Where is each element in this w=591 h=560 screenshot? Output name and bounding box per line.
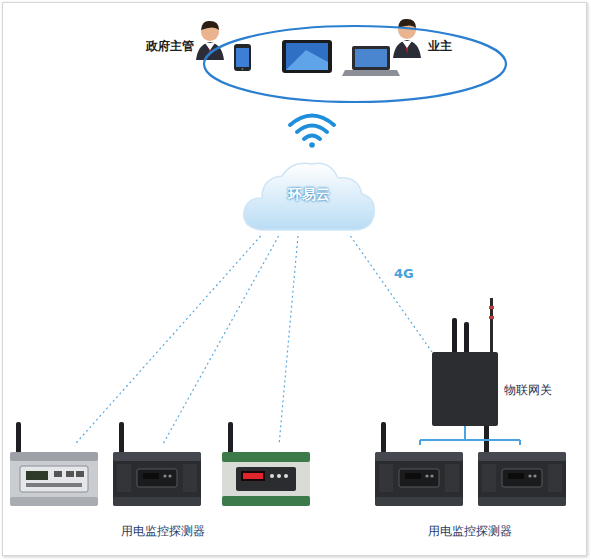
- detector-group: 用电监控探测器: [365, 445, 575, 545]
- gateway-antenna: [452, 298, 494, 354]
- gateway-box: 物联网关: [432, 352, 498, 426]
- link-label: 4G: [394, 266, 414, 281]
- wifi-symbol: [290, 116, 334, 148]
- wireless-link: [163, 236, 279, 445]
- cloud-platform: 环易云: [240, 158, 378, 236]
- detector-device: [10, 422, 98, 506]
- wireless-link: [279, 236, 298, 445]
- person-icon: [393, 19, 421, 58]
- wireless-link: [74, 236, 260, 445]
- detector-group: 用电监控探测器: [5, 445, 320, 545]
- user-group-ellipse: 政府主管 业主: [140, 14, 515, 109]
- node-label: 用电监控探测器: [365, 523, 575, 540]
- detector-device: [375, 422, 463, 506]
- phone-icon: [234, 44, 251, 71]
- role-label: 业主: [428, 38, 452, 55]
- role-label: 政府主管: [146, 38, 194, 55]
- detector-device: [478, 422, 566, 506]
- detector-device: [222, 422, 310, 506]
- cloud-label: 环易云: [240, 186, 378, 204]
- tablet-icon: [282, 40, 332, 73]
- wired-connector: [420, 426, 520, 445]
- laptop-icon: [342, 46, 400, 76]
- wireless-link: [350, 236, 432, 352]
- ellipse-outline: [140, 14, 515, 109]
- detector-device: [113, 422, 201, 506]
- node-label: 用电监控探测器: [5, 523, 320, 540]
- node-label: 物联网关: [504, 382, 552, 399]
